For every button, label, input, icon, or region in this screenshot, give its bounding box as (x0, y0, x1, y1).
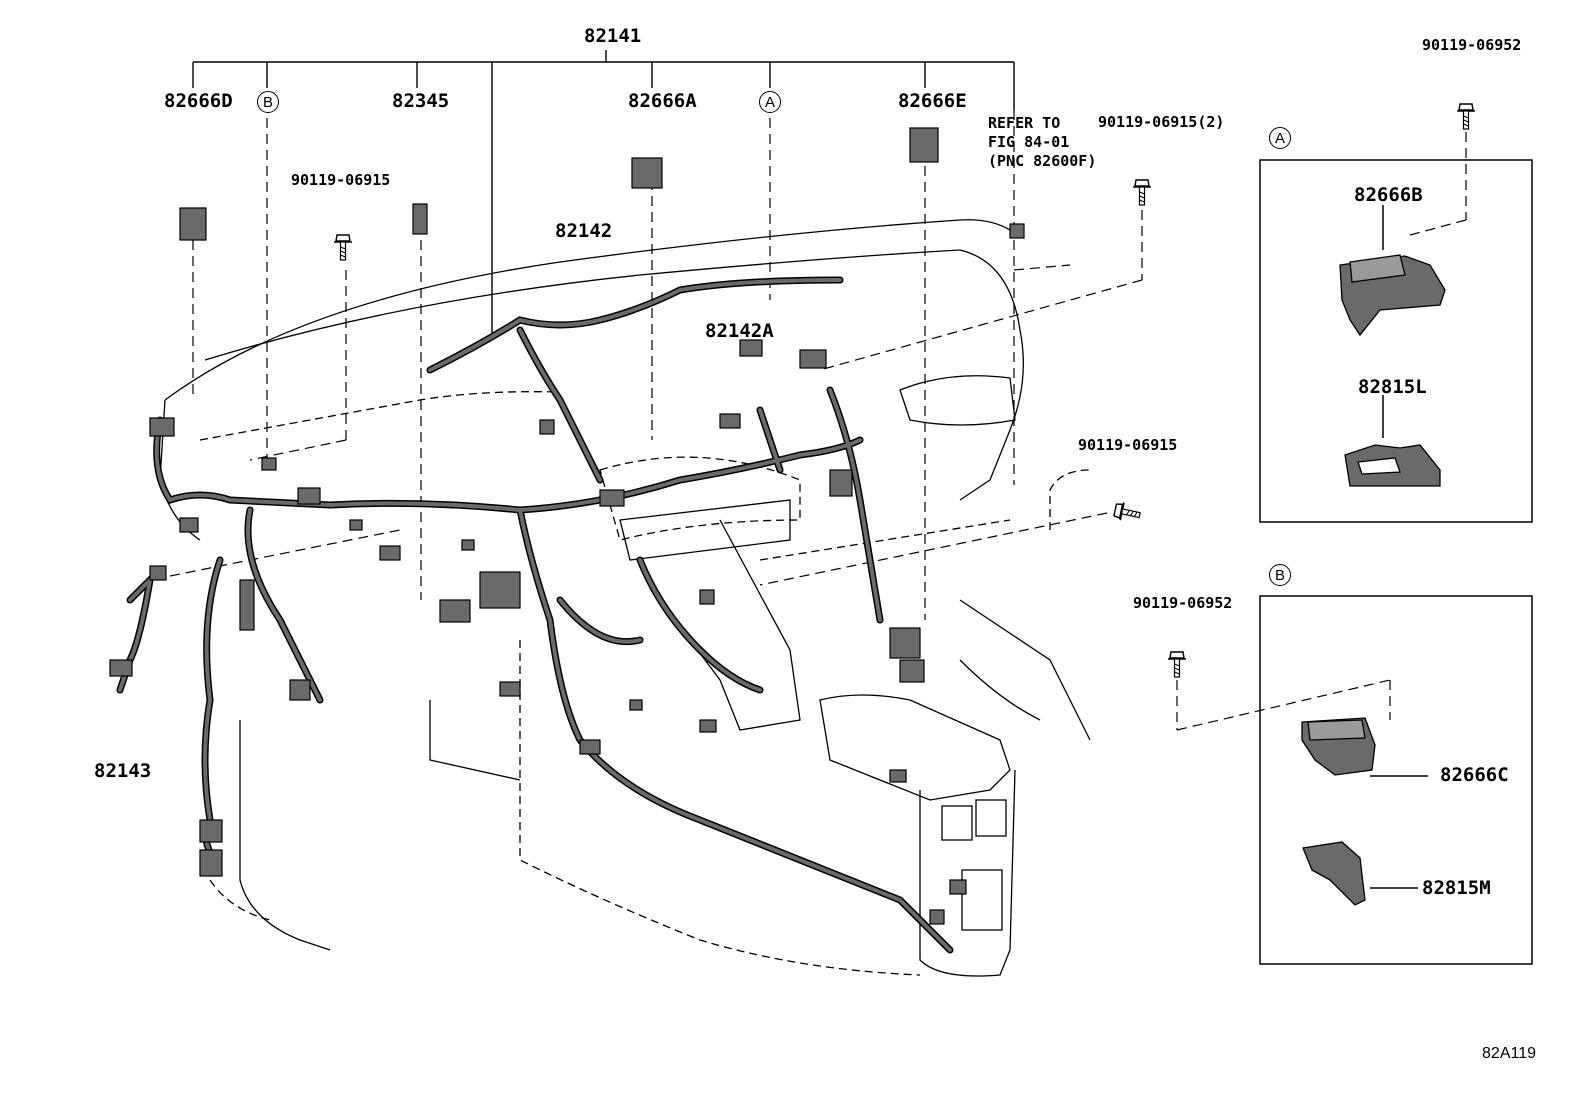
bolt-icon (333, 234, 353, 261)
bolt-right-label: 90119-06915 (1078, 436, 1178, 454)
connector-icon (412, 203, 428, 235)
leader-lines-dashed (169, 110, 1467, 731)
connector-icon (631, 157, 663, 189)
bolt-a-detail-label: 90119-06952 (1422, 36, 1522, 54)
junction-block-icon (1339, 254, 1446, 337)
figure-id: 82A119 (1482, 1045, 1536, 1062)
detail-a-callout: A (1269, 127, 1291, 149)
junction-block-icon (1302, 841, 1366, 906)
connector-82666a-label: 82666A (628, 90, 697, 112)
block-82815l-label: 82815L (1358, 376, 1427, 398)
bolt-refer-label: 90119-06915(2) (1098, 113, 1225, 131)
dashboard-outline (159, 219, 1091, 977)
bolt-icon (1112, 500, 1143, 525)
connector-icon (179, 207, 207, 241)
connector-82666c-label: 82666C (1440, 764, 1509, 786)
main-harness-label: 82141 (584, 25, 642, 47)
sub-harness-82142a-label: 82142A (705, 320, 774, 342)
harness-82143-label: 82143 (94, 760, 152, 782)
junction-block-icon (1301, 717, 1376, 776)
connector-icon (1009, 223, 1025, 239)
junction-block-icon (1344, 444, 1441, 487)
bolt-left-label: 90119-06915 (291, 171, 391, 189)
sub-harness-82142-label: 82142 (555, 220, 613, 242)
harness-connectors (109, 127, 1025, 925)
harness-wires (116, 276, 954, 954)
callout-a-marker: A (759, 91, 781, 113)
bolt-icon (1456, 103, 1476, 130)
detail-box-b (1259, 595, 1533, 965)
main-harness-bracket (192, 50, 1015, 340)
bolt-icon (1167, 651, 1187, 678)
bolt-b-detail-label: 90119-06952 (1133, 594, 1233, 612)
part-82345-label: 82345 (392, 90, 450, 112)
callout-b-marker: B (257, 91, 279, 113)
detail-b-callout: B (1269, 564, 1291, 586)
connector-82666e-label: 82666E (898, 90, 967, 112)
reference-note: REFER TO FIG 84-01 (PNC 82600F) (988, 114, 1097, 170)
connector-82666b-label: 82666B (1354, 184, 1423, 206)
connector-82666d-label: 82666D (164, 90, 233, 112)
connector-icon (909, 127, 939, 163)
block-82815m-label: 82815M (1422, 877, 1491, 899)
detail-box-a (1259, 159, 1533, 523)
bolt-icon (1132, 179, 1152, 206)
